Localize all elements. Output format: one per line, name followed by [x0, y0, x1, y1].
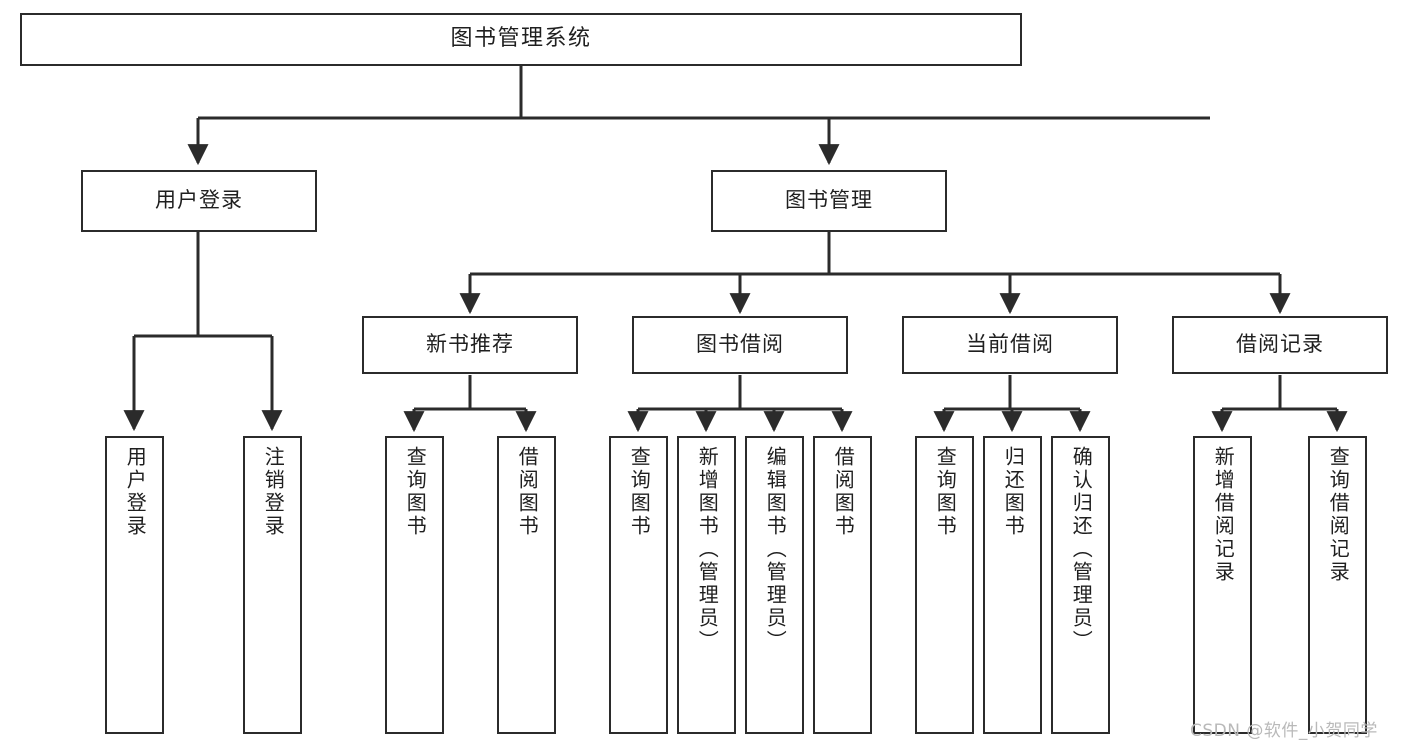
node-user-login[interactable]: 用户登录: [81, 170, 317, 232]
node-leaf-return-book[interactable]: 归还图书: [983, 436, 1042, 734]
node-current-borrow[interactable]: 当前借阅: [902, 316, 1118, 374]
node-new-book-recommend[interactable]: 新书推荐: [362, 316, 578, 374]
node-leaf-query-book-1[interactable]: 查询图书: [385, 436, 444, 734]
node-leaf-add-record[interactable]: 新增借阅记录: [1193, 436, 1252, 734]
node-root-system[interactable]: 图书管理系统: [20, 13, 1022, 66]
node-label: 借阅图书: [831, 446, 856, 538]
node-label: 新增借阅记录: [1211, 446, 1236, 584]
node-book-management[interactable]: 图书管理: [711, 170, 947, 232]
node-label: 图书借阅: [696, 332, 784, 357]
node-leaf-add-book[interactable]: 新增图书（管理员）: [677, 436, 736, 734]
node-label: 查询借阅记录: [1326, 446, 1351, 584]
node-leaf-borrow-book-2[interactable]: 借阅图书: [813, 436, 872, 734]
node-label: 图书管理: [785, 188, 873, 213]
node-label: 借阅记录: [1236, 332, 1324, 357]
node-leaf-user-login[interactable]: 用户登录: [105, 436, 164, 734]
node-leaf-query-book-2[interactable]: 查询图书: [609, 436, 668, 734]
node-label: 查询图书: [627, 446, 652, 538]
node-leaf-query-record[interactable]: 查询借阅记录: [1308, 436, 1367, 734]
node-label: 新书推荐: [426, 332, 514, 357]
node-label: 新增图书（管理员）: [695, 446, 720, 653]
node-book-borrow[interactable]: 图书借阅: [632, 316, 848, 374]
node-label: 图书管理系统: [450, 26, 592, 52]
node-label: 查询图书: [933, 446, 958, 538]
node-label: 注销登录: [261, 446, 286, 538]
watermark-credit: CSDN @软件_小贺同学: [1190, 721, 1378, 741]
node-leaf-query-book-3[interactable]: 查询图书: [915, 436, 974, 734]
node-leaf-confirm-return[interactable]: 确认归还（管理员）: [1051, 436, 1110, 734]
node-label: 用户登录: [123, 446, 148, 538]
node-label: 归还图书: [1001, 446, 1026, 538]
node-label: 借阅图书: [515, 446, 540, 538]
node-label: 编辑图书（管理员）: [763, 446, 788, 653]
node-leaf-borrow-book-1[interactable]: 借阅图书: [497, 436, 556, 734]
node-leaf-edit-book[interactable]: 编辑图书（管理员）: [745, 436, 804, 734]
node-label: 用户登录: [155, 188, 243, 213]
node-label: 确认归还（管理员）: [1069, 446, 1094, 653]
node-borrow-record[interactable]: 借阅记录: [1172, 316, 1388, 374]
node-leaf-logout-login[interactable]: 注销登录: [243, 436, 302, 734]
node-label: 当前借阅: [966, 332, 1054, 357]
node-label: 查询图书: [403, 446, 428, 538]
